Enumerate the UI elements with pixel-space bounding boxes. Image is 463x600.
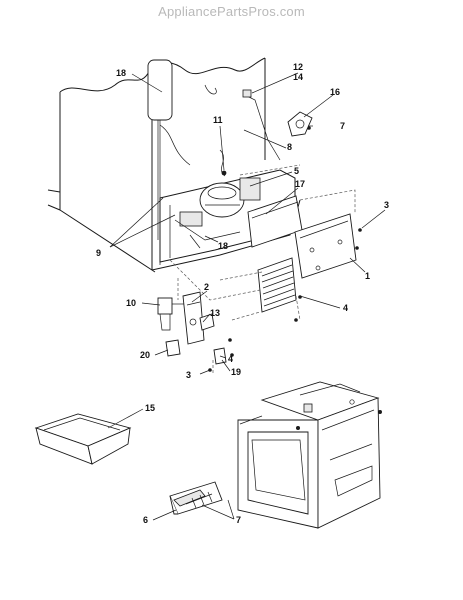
callout-7-lower: 7 (236, 515, 241, 525)
callout-10: 10 (126, 298, 136, 308)
callout-leaders (107, 72, 386, 521)
callout-4-lower: 4 (228, 354, 233, 364)
part-10-water-valve (157, 297, 184, 331)
callout-2: 2 (204, 282, 209, 292)
callout-7-upper: 7 (340, 121, 345, 131)
callout-9: 9 (96, 248, 101, 258)
callout-18-upper: 18 (116, 68, 126, 78)
callout-4-right: 4 (343, 303, 348, 313)
part-1-access-panel (294, 189, 357, 279)
callout-8: 8 (287, 142, 292, 152)
callout-15: 15 (145, 403, 155, 413)
assembly-guide-lines (169, 259, 301, 375)
callout-13: 13 (210, 308, 220, 318)
callout-5: 5 (294, 166, 299, 176)
watermark: AppliancePartsPros.com (158, 4, 305, 19)
part-12-clip (242, 89, 252, 98)
callout-11: 11 (213, 115, 223, 125)
callout-12: 12 (293, 62, 303, 72)
callout-1: 1 (365, 271, 370, 281)
part-17-cover-panel (247, 195, 303, 248)
callout-6: 6 (143, 515, 148, 525)
part-6-ice-maker (169, 481, 223, 515)
callout-19: 19 (231, 367, 241, 377)
part-15-tray (34, 413, 132, 465)
part-20-clip (165, 339, 181, 357)
callout-16: 16 (330, 87, 340, 97)
ice-bin-assembly (237, 381, 382, 529)
callout-3-lower: 3 (186, 370, 191, 380)
callout-14: 14 (293, 72, 303, 82)
vent-grille (257, 257, 297, 313)
callout-labels: 18 12 14 16 7 8 11 5 17 3 9 18 1 2 10 4 … (96, 62, 389, 525)
callout-17: 17 (295, 179, 305, 189)
callout-3-right: 3 (384, 200, 389, 210)
part-13-tab (199, 313, 215, 331)
callout-18-lower: 18 (218, 241, 228, 251)
part-16-bracket (287, 111, 313, 137)
part-2-bracket (182, 291, 205, 345)
callout-20: 20 (140, 350, 150, 360)
